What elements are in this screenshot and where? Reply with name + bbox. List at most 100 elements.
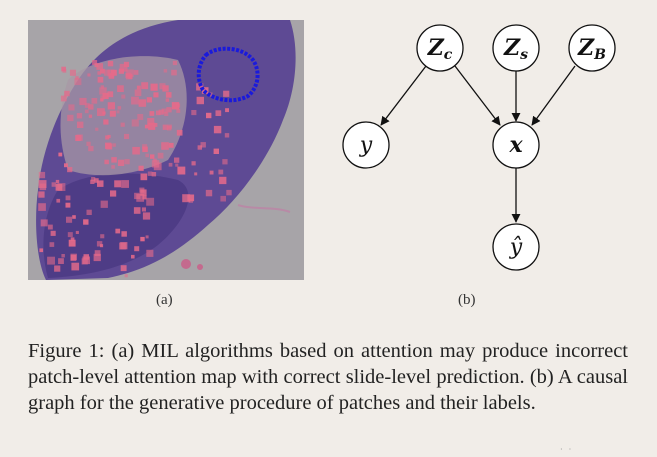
attention-patch [90, 179, 95, 184]
attention-patch [117, 106, 122, 110]
attention-patch [124, 159, 130, 165]
attention-patch [226, 189, 232, 196]
attention-patch [57, 183, 66, 191]
attention-patch [213, 148, 219, 154]
attention-patch [167, 124, 172, 129]
attention-patch [67, 114, 74, 122]
attention-patch [117, 85, 124, 92]
attention-patch [225, 108, 229, 113]
attention-outline [196, 46, 260, 103]
attention-patch [159, 83, 166, 90]
slide-attention-image [28, 20, 304, 280]
attention-patch [84, 109, 89, 114]
attention-patch [197, 145, 202, 150]
attention-patch [67, 232, 73, 238]
node-zb: ZB [568, 24, 616, 72]
attention-patch [104, 69, 111, 76]
attention-patch [140, 173, 148, 181]
attention-patch [218, 169, 224, 175]
attention-patch [133, 70, 139, 75]
attention-patch [38, 203, 46, 211]
svg-text:y: y [359, 133, 373, 158]
attention-patch [164, 111, 169, 116]
attention-patch [74, 78, 82, 86]
attention-patch [77, 121, 84, 128]
attention-patch [147, 118, 155, 126]
attention-patch [119, 242, 126, 250]
attention-patch [205, 189, 213, 197]
attention-patch [131, 119, 139, 127]
attention-patch [200, 142, 206, 148]
attention-patch [87, 73, 91, 77]
attention-patch [140, 189, 147, 196]
vessel-spot [197, 264, 203, 270]
attention-patch [61, 254, 65, 258]
attention-patch [121, 231, 127, 237]
attention-patch [121, 94, 126, 99]
attention-patch [151, 160, 160, 168]
attention-patch [165, 92, 172, 98]
attention-patch [134, 246, 140, 252]
attention-patch [91, 177, 96, 182]
attention-patch [222, 159, 228, 165]
figure-caption: Figure 1: (a) MIL algorithms based on at… [28, 340, 628, 414]
attention-patch [138, 99, 147, 107]
attention-patch [100, 200, 108, 208]
attention-patch [172, 60, 178, 66]
attention-patch [163, 69, 168, 73]
attention-patch [220, 195, 226, 202]
attention-patch [194, 172, 198, 176]
attention-patch [97, 71, 101, 75]
attention-patch [61, 66, 66, 72]
attention-patch [66, 216, 73, 223]
attention-patch [92, 60, 98, 65]
attention-patch [83, 219, 89, 225]
attention-patch [145, 235, 149, 239]
attention-patch [116, 110, 120, 114]
attention-patch [107, 60, 114, 67]
attention-patch [142, 144, 148, 150]
attention-patch [142, 212, 151, 220]
subfigure-b-label: (b) [458, 292, 476, 308]
attention-patch [91, 98, 98, 104]
attention-patch [124, 274, 128, 278]
attention-patch [70, 237, 75, 242]
attention-patch [142, 195, 147, 200]
attention-patch [105, 135, 110, 140]
attention-patch [69, 69, 76, 76]
attention-patch [82, 256, 90, 265]
node-y: y [342, 121, 390, 169]
node-yhat: ŷ [492, 223, 540, 271]
svg-text:Zs: Zs [503, 35, 528, 63]
attention-patch [134, 89, 142, 97]
attention-patch [68, 104, 75, 111]
attention-patch [176, 109, 181, 113]
attention-patch [65, 195, 71, 201]
attention-patch [136, 85, 141, 90]
attention-patch [64, 90, 70, 97]
attention-patch [94, 250, 101, 256]
attention-patch [141, 207, 146, 212]
attention-patch [96, 63, 103, 70]
attention-patch [146, 249, 154, 257]
attention-patch [105, 142, 112, 149]
attention-patch [107, 102, 115, 110]
causal-graph: Zc Zs ZB y x ŷ [342, 24, 616, 271]
attention-patch [88, 145, 94, 152]
attention-patch [100, 98, 104, 102]
attention-patch [145, 153, 149, 158]
svg-text:ZB: ZB [577, 35, 606, 63]
attention-patch [47, 224, 53, 230]
attention-patch [150, 83, 158, 91]
attention-patch [168, 162, 173, 167]
attention-patch [165, 98, 170, 102]
attention-patch [191, 161, 196, 166]
attention-patch [39, 248, 44, 253]
attention-patch [71, 262, 80, 271]
attention-patch [38, 191, 45, 198]
attention-patch [188, 198, 193, 203]
attention-patch [158, 109, 164, 115]
tissue-fiber [237, 204, 291, 213]
attention-patch [209, 170, 214, 175]
attention-patch [134, 192, 141, 200]
